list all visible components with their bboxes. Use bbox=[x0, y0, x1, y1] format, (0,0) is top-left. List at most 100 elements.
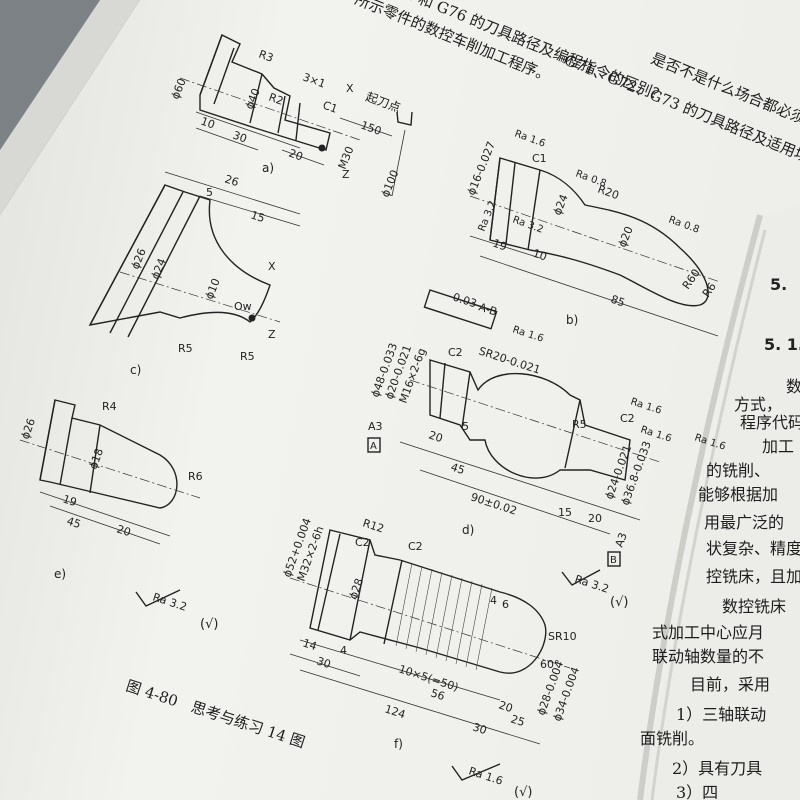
dim-d-17: A bbox=[370, 441, 377, 452]
dim-c-1: 26 bbox=[223, 172, 240, 189]
right-line-17: 3）四 bbox=[676, 783, 718, 800]
dim-f-12: 4 bbox=[340, 644, 347, 657]
right-page-text: 5. 5. 1. 数 方式， 程序代码 加工 的铣削、 能够根据加 用最广泛的 … bbox=[640, 275, 800, 800]
right-line-6: 能够根据加 bbox=[698, 485, 778, 504]
dim-c-8: Ow bbox=[234, 300, 252, 313]
right-line-5: 的铣削、 bbox=[706, 461, 770, 480]
fig-b-label: b) bbox=[566, 313, 578, 327]
right-line-8: 状复杂、精度 bbox=[706, 539, 800, 558]
thread-grooves bbox=[395, 562, 493, 671]
dim-d-13: 20 bbox=[588, 512, 602, 525]
part-outline-d bbox=[429, 359, 631, 481]
dim-d-12: 15 bbox=[558, 506, 572, 519]
right-line-14: 1）三轴联动 bbox=[676, 705, 766, 724]
dim-e-4: R6 bbox=[188, 470, 203, 483]
roughness-symbol-d bbox=[561, 569, 601, 586]
right-line-1: 数 bbox=[786, 377, 800, 396]
dim-d-6: R5 bbox=[572, 418, 587, 431]
dim-d-19: B bbox=[610, 555, 617, 566]
dim-d-9: 5 bbox=[462, 420, 469, 433]
dim-f-19: 30 bbox=[471, 720, 488, 737]
roughness-symbol-f bbox=[451, 763, 501, 781]
dim-f-7: 4 bbox=[490, 594, 497, 607]
workpiece-origin-dot bbox=[248, 314, 256, 322]
start-point-icon bbox=[396, 111, 413, 126]
dim-d-10: 45 bbox=[449, 460, 466, 477]
dim-a-13: Z bbox=[342, 168, 350, 181]
fig-c-label: c) bbox=[130, 363, 141, 377]
tol-datum: A-B bbox=[477, 300, 499, 318]
dim-c-9: Z bbox=[268, 328, 276, 341]
right-line-13: 目前，采用 bbox=[690, 675, 770, 694]
dim-c-4: X bbox=[268, 260, 276, 273]
centerline-e bbox=[19, 439, 201, 499]
centerline-a bbox=[179, 77, 361, 141]
right-line-9: 控铣床，且加 bbox=[706, 567, 800, 586]
right-page bbox=[640, 205, 800, 800]
dim-f-15: 56 bbox=[429, 686, 446, 703]
shaft-outline-b bbox=[489, 157, 709, 307]
right-line-12: 联动轴数量的不 bbox=[652, 647, 764, 666]
dim-b-10: 85 bbox=[609, 293, 627, 310]
fig-f-label: f) bbox=[394, 737, 403, 751]
dim-b-8: 19 bbox=[491, 237, 509, 254]
dim-f-11: 14 bbox=[301, 636, 318, 653]
right-line-15: 面铣削。 bbox=[640, 729, 704, 748]
dim-f-1: R12 bbox=[361, 516, 386, 535]
dim-f-8: 6 bbox=[502, 598, 509, 611]
dim-a-9: 30 bbox=[231, 129, 249, 146]
roughness-symbol-e bbox=[135, 589, 181, 607]
check-mark-f: (√) bbox=[514, 785, 532, 800]
dim-a-6: R2 bbox=[267, 91, 285, 108]
dim-c-10: R5 bbox=[178, 342, 193, 355]
spine-highlight bbox=[650, 229, 767, 800]
dim-e-6: 45 bbox=[65, 514, 82, 531]
figure-c: 26 5 15 X ϕ26 ϕ24 ϕ10 Ow Z R5 R5 c) bbox=[88, 171, 301, 377]
dim-c-2: 5 bbox=[206, 186, 213, 199]
dim-d-18: A3 bbox=[613, 531, 630, 549]
dim-e-5: 19 bbox=[61, 492, 78, 509]
dim-a-10: 20 bbox=[287, 147, 305, 164]
right-line-2: 方式， bbox=[734, 395, 782, 414]
dim-a-7: C1 bbox=[321, 99, 339, 116]
dim-f-16: 124 bbox=[383, 702, 407, 721]
dim-f-17: 20 bbox=[497, 698, 514, 715]
dim-c-11: R5 bbox=[240, 350, 255, 363]
right-line-3: 程序代码 bbox=[740, 413, 800, 432]
part-outline-f bbox=[309, 529, 547, 674]
right-heading-a: 5. bbox=[770, 275, 787, 294]
dim-a-8: 10 bbox=[199, 115, 217, 132]
right-line-4: 加工 bbox=[762, 437, 794, 456]
dim-e-7: 20 bbox=[115, 522, 132, 539]
check-mark-d: (√) bbox=[610, 595, 628, 610]
right-line-11: 式加工中心应月 bbox=[652, 623, 764, 642]
datum-a-box bbox=[367, 437, 381, 453]
centerline-f bbox=[289, 577, 571, 669]
part-outline-c bbox=[88, 184, 271, 326]
centerline-d bbox=[409, 379, 661, 463]
fig-d-label: d) bbox=[462, 523, 474, 537]
dim-d-4: C2 bbox=[448, 346, 463, 359]
dim-f-13: 30 bbox=[315, 654, 332, 671]
centerline-c bbox=[119, 271, 281, 323]
program-origin-dot bbox=[318, 144, 326, 152]
dim-f-3: C2 bbox=[408, 540, 423, 553]
dim-e-1: R4 bbox=[102, 400, 117, 413]
part-outline-e bbox=[39, 399, 178, 509]
figure-f: R12 C2 C2 ϕ52+0.004 M32×2-6h ϕ28 4 6 SR1… bbox=[281, 516, 583, 800]
tolerance-frame bbox=[423, 289, 498, 330]
check-mark-e: (√) bbox=[200, 617, 218, 632]
dim-f-2: C2 bbox=[355, 536, 370, 549]
dim-f-10: 60° bbox=[540, 658, 560, 671]
right-heading-b: 5. 1. bbox=[764, 335, 800, 354]
dim-d-7: C2 bbox=[620, 412, 635, 425]
fig-e-label: e) bbox=[54, 567, 66, 581]
dim-c-3: 15 bbox=[249, 208, 266, 225]
right-line-16: 2）具有刀具 bbox=[672, 759, 762, 778]
right-line-7: 用最广泛的 bbox=[704, 513, 784, 532]
centerline-b bbox=[469, 195, 721, 283]
dim-a-2: R3 bbox=[257, 48, 275, 65]
right-line-10: 数控铣床 bbox=[722, 597, 786, 616]
dim-f-18: 25 bbox=[509, 712, 526, 729]
